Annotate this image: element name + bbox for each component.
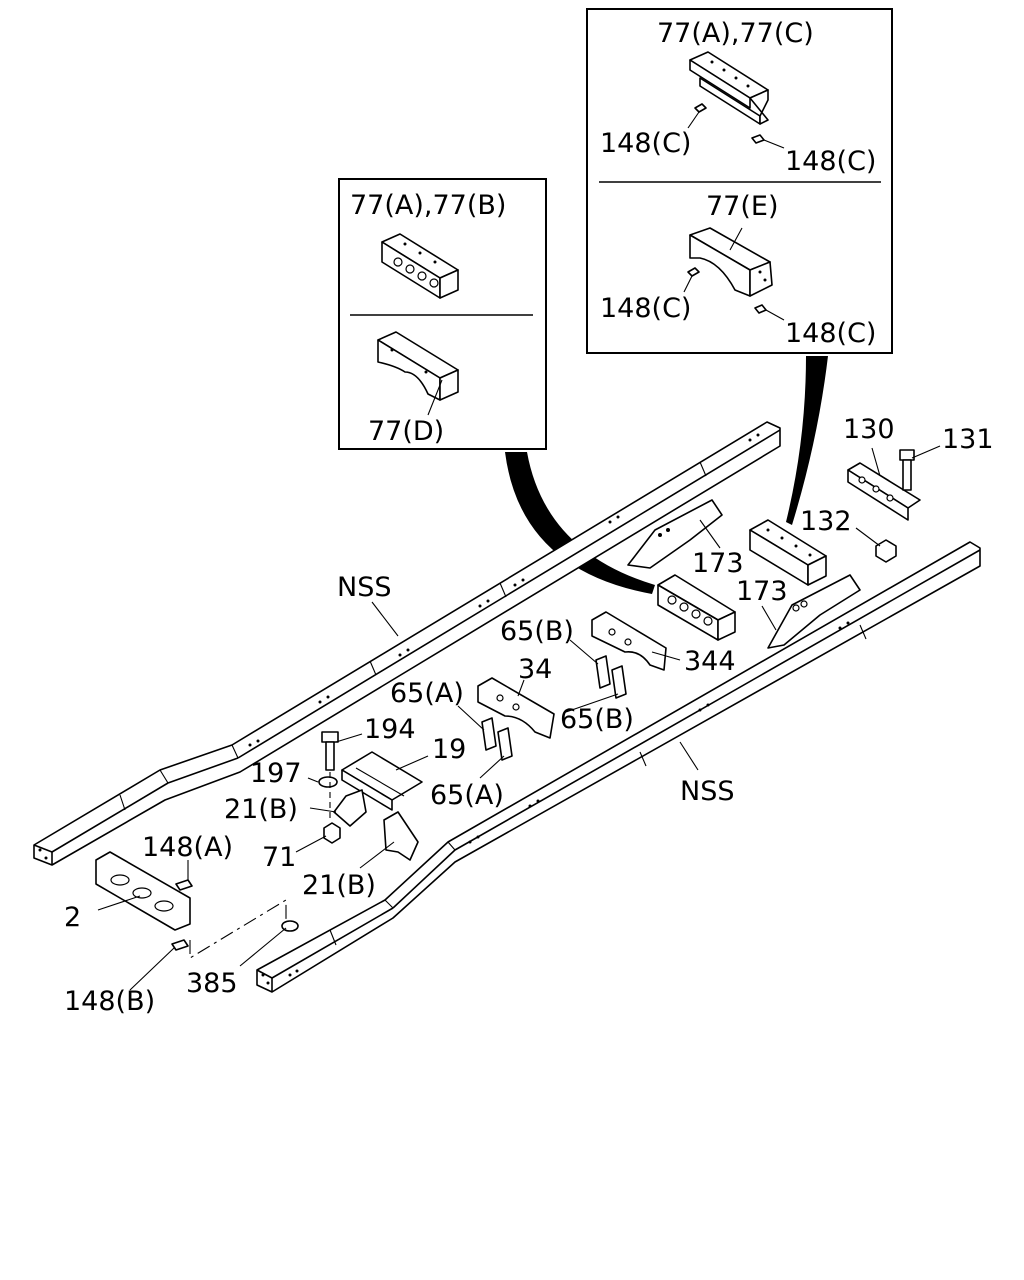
- label-132: 132: [800, 506, 852, 537]
- shim-148a-icon: [175, 879, 193, 891]
- label-2: 2: [64, 902, 81, 933]
- bracket-21b-1-icon: [333, 789, 367, 827]
- bracket-65a-2-icon: [497, 727, 513, 761]
- label-77ab: 77(A),77(B): [350, 190, 506, 221]
- label-148c-2: 148(C): [785, 146, 876, 177]
- label-197: 197: [250, 758, 302, 789]
- label-130: 130: [843, 414, 895, 445]
- label-77d: 77(D): [368, 416, 444, 447]
- bracket-21b-2-icon: [383, 811, 419, 861]
- label-nss-upper: NSS: [337, 572, 391, 603]
- label-385: 385: [186, 968, 238, 999]
- crossmember-77ac-illustration: [689, 51, 769, 125]
- gusset-173-lower: [767, 574, 861, 649]
- label-77ac: 77(A),77(C): [657, 18, 814, 49]
- label-173-lower: 173: [736, 576, 788, 607]
- shim-148c-icon-1: [694, 103, 707, 113]
- crossmember-77d-illustration: [377, 331, 459, 401]
- crossmember-34: [477, 677, 555, 739]
- bracket-65a-1-icon: [481, 717, 497, 751]
- label-148c-3: 148(C): [600, 293, 691, 324]
- crossmember-right-on-frame: [749, 519, 827, 586]
- washer-197-icon: [318, 776, 338, 788]
- label-65a-2: 65(A): [430, 780, 504, 811]
- nut-71-icon: [323, 822, 341, 844]
- label-173-upper: 173: [692, 548, 744, 579]
- label-21b-2: 21(B): [302, 870, 376, 901]
- gusset-173-upper: [627, 499, 723, 569]
- crossmember-344: [591, 611, 667, 671]
- bolt-194-icon: [321, 731, 339, 771]
- left-side-rail: [33, 421, 781, 866]
- leader-lines: [97, 445, 941, 991]
- label-19: 19: [432, 734, 466, 765]
- label-148c-1: 148(C): [600, 128, 691, 159]
- label-65b-1: 65(B): [500, 616, 574, 647]
- label-194: 194: [364, 714, 416, 745]
- label-21b-1: 21(B): [224, 794, 298, 825]
- label-65a-1: 65(A): [390, 678, 464, 709]
- shim-148b-icon: [171, 939, 189, 951]
- label-148a: 148(A): [142, 832, 233, 863]
- inset-box-right: 77(A),77(C) 148(C) 148(C) 77(E) 148(C) 1…: [586, 8, 893, 354]
- bracket-65b-1-icon: [595, 655, 611, 689]
- crossmember-19: [341, 751, 423, 811]
- label-131: 131: [942, 424, 994, 455]
- label-344: 344: [684, 646, 736, 677]
- crossmember-130: [847, 462, 921, 521]
- bolt-131-icon: [899, 449, 915, 491]
- shim-148c-icon-3: [687, 267, 700, 277]
- label-148c-4: 148(C): [785, 318, 876, 349]
- label-77e: 77(E): [706, 191, 778, 222]
- crossmember-77-on-frame: [657, 574, 736, 641]
- bracket-65b-2-icon: [611, 665, 627, 699]
- callout-pointer-right: [786, 356, 828, 525]
- nut-132-icon: [875, 539, 897, 563]
- inset-box-left: 77(A),77(B) 77(D): [338, 178, 547, 450]
- label-nss-lower: NSS: [680, 776, 734, 807]
- crossmember-2: [95, 851, 191, 931]
- right-side-rail: [256, 541, 981, 993]
- label-71: 71: [262, 842, 296, 873]
- label-148b: 148(B): [64, 986, 155, 1017]
- label-34: 34: [518, 654, 552, 685]
- crossmember-77ab-illustration: [381, 233, 459, 299]
- install-line-2: [189, 899, 287, 959]
- label-65b-2: 65(B): [560, 704, 634, 735]
